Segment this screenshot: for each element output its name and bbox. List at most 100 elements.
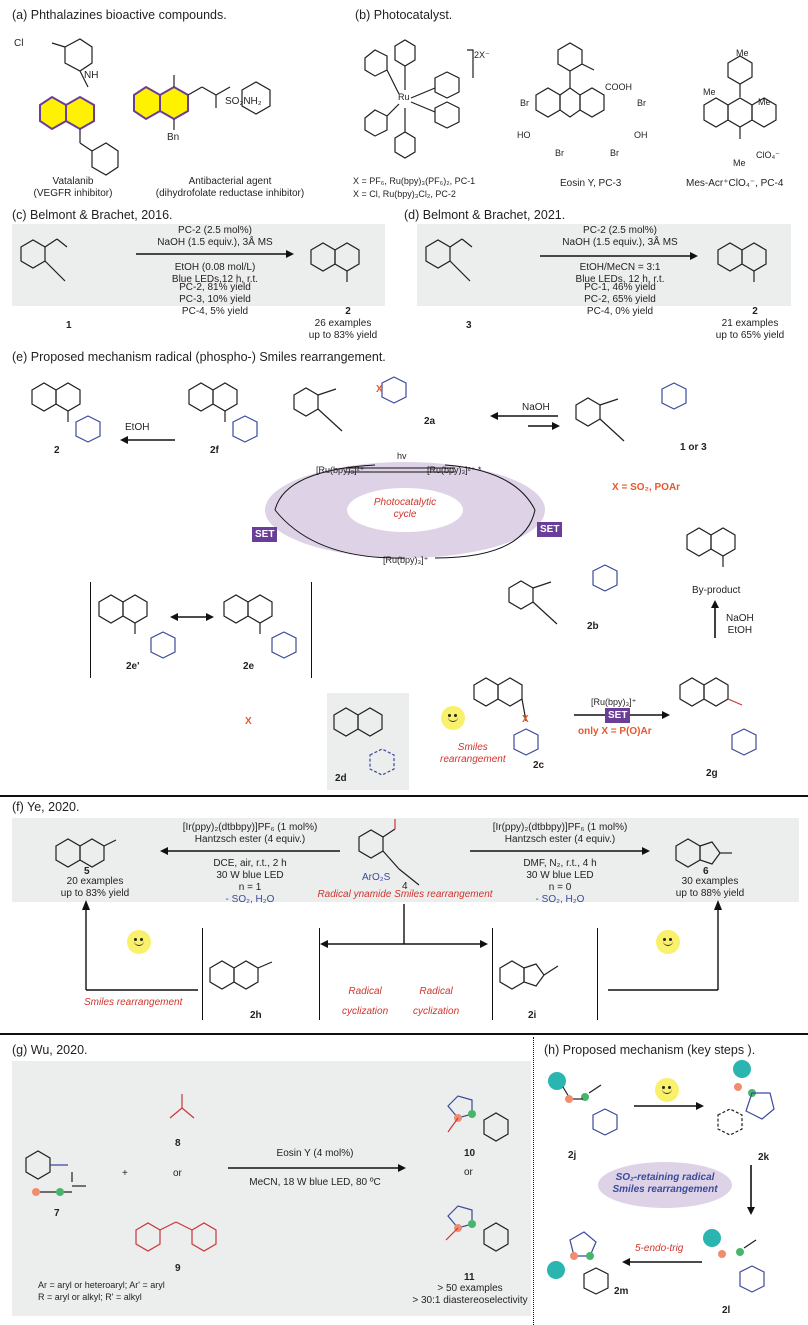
label-2h: 2h [250, 1010, 262, 1021]
ru-2plus-label: [Ru(bpy)₃]²⁺ [316, 465, 365, 475]
label-2e: 2e [243, 661, 255, 672]
label-2l: 2l [722, 1305, 731, 1316]
compound-4-structure [358, 819, 420, 886]
byproduct-label: By-product [692, 585, 741, 596]
compound-2l-structure [703, 1229, 765, 1293]
panel-c-box [12, 224, 385, 306]
g-def-2: R = aryl or alkyl; R' = alkyl [38, 1292, 142, 1302]
compound-2h-structure [209, 960, 273, 990]
endo-trig-label: 5-endo-trig [635, 1243, 684, 1254]
br-label-2: Br [637, 98, 646, 108]
sm-3-label: 3 [466, 320, 472, 331]
vatalanib-name: Vatalanib [52, 176, 94, 187]
c-conditions-bottom: EtOH (0.08 mol/L)Blue LEDs,12 h, r.t. [171, 262, 259, 285]
panel-e-title: (e) Proposed mechanism radical (phospho-… [12, 350, 386, 364]
label-10: 10 [464, 1148, 476, 1159]
label-2k: 2k [758, 1152, 770, 1163]
f-right-conditions-top: [Ir(ppy)₂(dtbbpy)]PF₆ (1 mol%)Hantzsch e… [492, 822, 628, 845]
smiley-icon-f-right [656, 930, 680, 954]
vatalanib-structure [39, 38, 119, 176]
so2nh2-label: SO₂NH₂ [225, 96, 262, 107]
sm-1-label: 1 [66, 320, 72, 331]
compound-2d-structure [333, 707, 395, 776]
arrow-h-2 [747, 1165, 755, 1215]
antibacterial-structure [133, 75, 271, 130]
mes-acr-structure [703, 55, 777, 139]
f-right-loss: - SO₂, H₂O [535, 894, 585, 905]
arrow-etoh [120, 436, 175, 444]
set-badge-left: SET [252, 527, 278, 542]
smiley-icon-h [655, 1078, 679, 1102]
center-caption: Radical ynamide Smiles rearrangement [317, 889, 493, 900]
bracket-2i [492, 928, 598, 1020]
bn-label: Bn [167, 132, 180, 143]
vatalanib-desc: (VEGFR inhibitor) [33, 188, 113, 199]
label-4: 4 [402, 881, 408, 892]
label-2f: 2f [210, 445, 219, 456]
set-badge-bottom: SET [605, 708, 631, 723]
compound-2-structure [31, 382, 101, 443]
compound-2j-structure [548, 1072, 618, 1136]
eosin-y-structure [535, 42, 605, 118]
ru-charge: 2X⁻ [474, 50, 490, 60]
br-label-3: Br [555, 148, 564, 158]
c-product-label: 2 [345, 306, 351, 317]
compound-11-structure [445, 1205, 509, 1252]
compound-8-structure [169, 1094, 195, 1119]
or-label-g: or [173, 1168, 182, 1179]
f-lower-arrows [82, 900, 722, 991]
compound-2a-structure [293, 376, 407, 432]
compound-2m-structure [547, 1231, 609, 1295]
label-9: 9 [175, 1263, 181, 1274]
x-leaving-label: X [245, 716, 252, 727]
label-2d: 2d [335, 773, 347, 784]
g-def-1: Ar = aryl or heteroaryl; Ar' = aryl [38, 1280, 165, 1290]
panel-b-title: (b) Photocatalyst. [355, 8, 453, 22]
label-11: 11 [464, 1272, 475, 1283]
only-x-label: only X = P(O)Ar [578, 726, 652, 737]
divider-fg [0, 1033, 808, 1035]
x-label-2a: X [376, 384, 383, 395]
compound-2g-structure [679, 677, 757, 756]
nh-label: NH [84, 70, 99, 81]
panel-c-title: (c) Belmont & Brachet, 2016. [12, 208, 173, 222]
x-definition: X = SO₂, POAr [612, 482, 681, 493]
label-2e-prime: 2e' [126, 661, 140, 672]
ru-excited-label: [Ru(bpy)₃]²⁺ * [427, 465, 482, 475]
label-2a: 2a [424, 416, 436, 427]
phthalazine-2d-structure [717, 242, 767, 282]
br-label-1: Br [520, 98, 529, 108]
me-label-1: Me [736, 48, 749, 58]
compound-1-or-3-structure [575, 382, 687, 442]
label-2j: 2j [568, 1150, 577, 1161]
pc2-desc: X = Cl, Ru(bpy)₃Cl₂, PC-2 [353, 189, 456, 199]
me-label-4: Me [733, 158, 746, 168]
aro2s-label: ArO₂S [362, 872, 391, 883]
ru-label: Ru [398, 92, 410, 102]
compound-2f-structure [188, 382, 258, 443]
g-conditions-top: Eosin Y (4 mol%) [276, 1148, 354, 1159]
clo4-label: ClO₄⁻ [756, 150, 780, 160]
me-label-2: Me [703, 87, 716, 97]
panel-d-box [417, 224, 791, 306]
ru-plus-right-label: [Ru(bpy)₃]⁺ [591, 697, 637, 707]
oh-label: OH [634, 130, 648, 140]
me-label-3: Me [758, 97, 771, 107]
smiley-icon-f-left [127, 930, 151, 954]
ru-plus-label: [Ru(bpy)₃]⁺ [383, 555, 429, 565]
label-2g: 2g [706, 768, 718, 779]
g-conditions-bottom: MeCN, 18 W blue LED, 80 ºC [249, 1177, 381, 1188]
resonance-bracket [90, 582, 312, 678]
arrow-h-1 [634, 1102, 704, 1110]
antibacterial-desc: (dihydrofolate reductase inhibitor) [155, 188, 305, 199]
d-conditions-top: PC-2 (2.5 mol%)NaOH (1.5 equiv.), 3Å MS [562, 225, 678, 248]
label-2b: 2b [587, 621, 599, 632]
